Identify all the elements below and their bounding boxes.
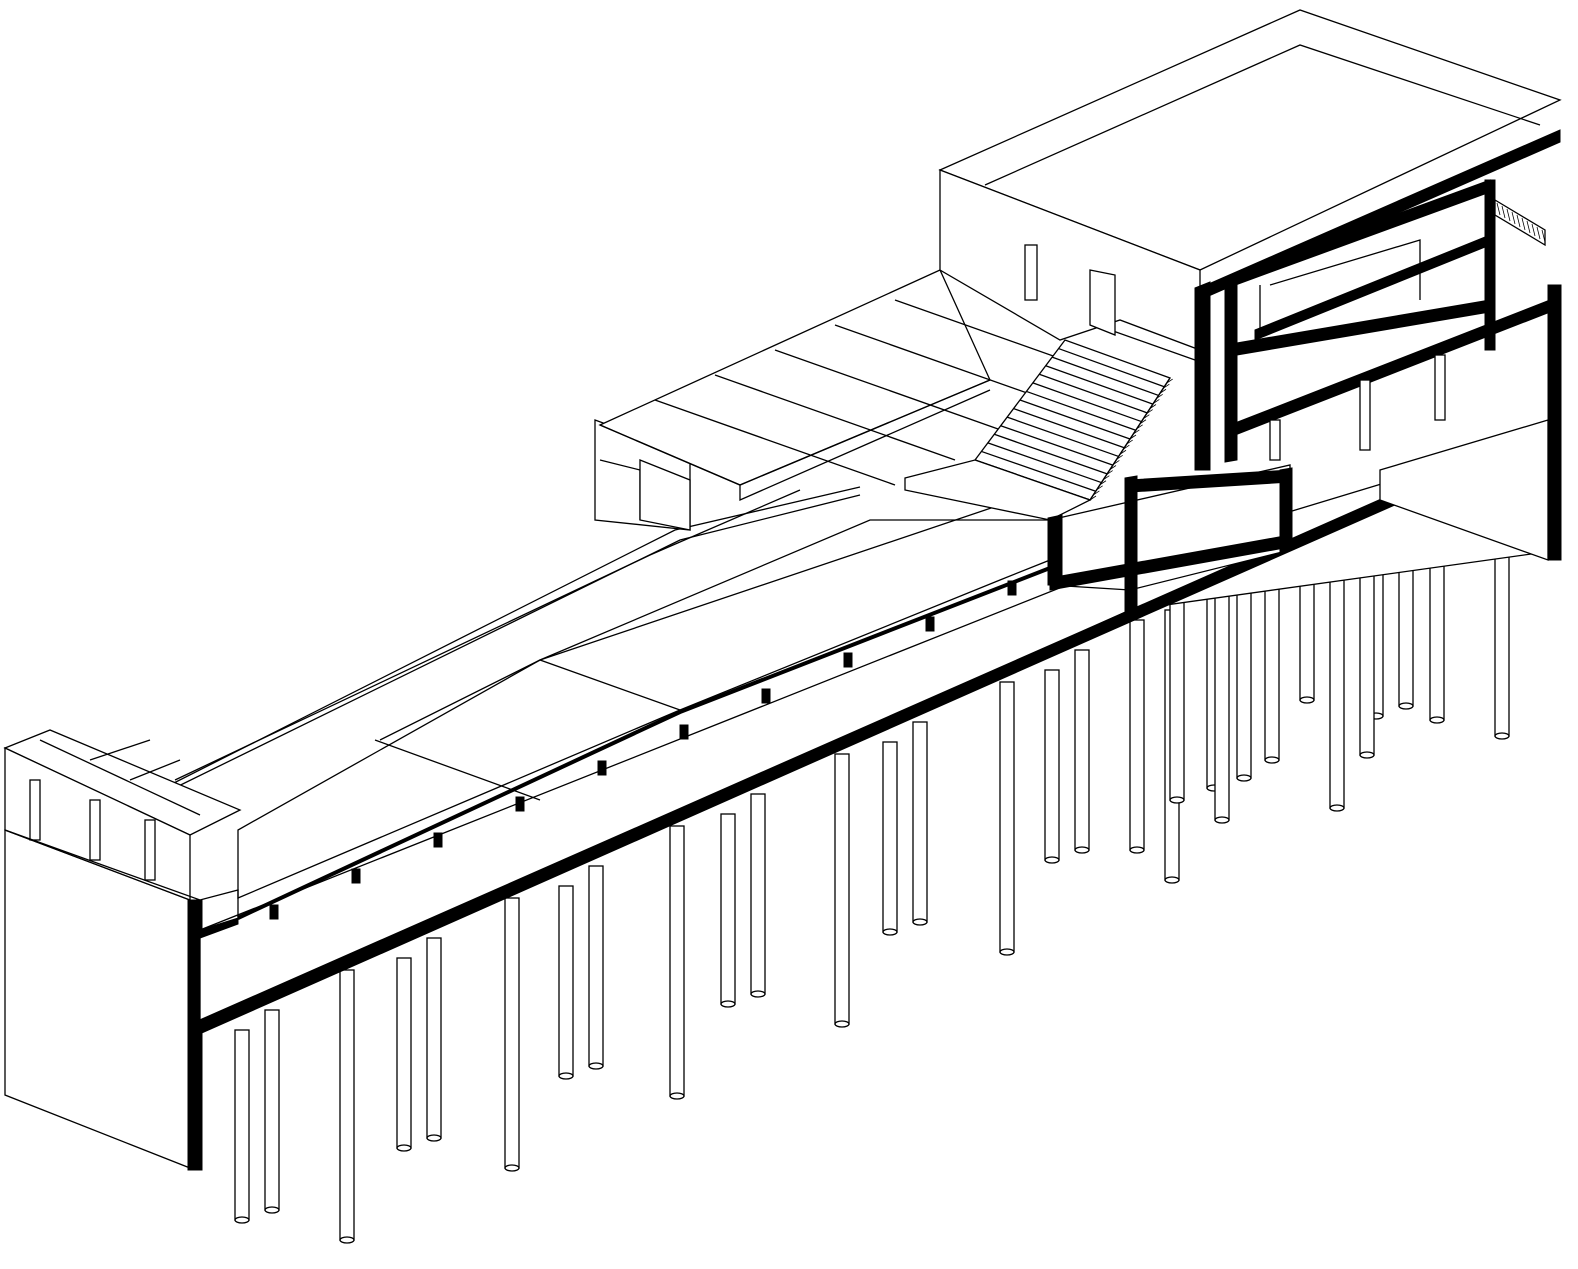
- pile-column: [1169, 599, 1185, 804]
- pile-column: [234, 1029, 250, 1224]
- pile-column: [1044, 669, 1060, 864]
- stair-step: [987, 442, 1102, 484]
- pile-column: [1236, 577, 1252, 782]
- stair-step: [1045, 365, 1154, 405]
- beam-notch: [269, 904, 279, 920]
- pile-column: [834, 753, 850, 1028]
- stair-step: [1051, 356, 1159, 397]
- stair-step: [1032, 382, 1142, 423]
- stair-step: [1013, 407, 1125, 449]
- front-pergola: [3, 729, 242, 920]
- pile-column: [1129, 619, 1145, 854]
- stair-hatch: [1511, 211, 1516, 225]
- pergola-beam: [714, 374, 956, 461]
- pile-column: [339, 969, 355, 1244]
- pile-column: [720, 813, 736, 1008]
- pile-column: [558, 885, 574, 1080]
- stair-step: [1039, 373, 1148, 414]
- stair-step: [981, 450, 1096, 492]
- stair-hatch: [1531, 223, 1536, 237]
- beam-notch: [925, 616, 935, 632]
- stair-step: [1000, 425, 1114, 466]
- end-wall: [4, 829, 203, 1171]
- stair: [973, 339, 1173, 501]
- stair-hatch: [1501, 205, 1506, 219]
- stair-step: [1026, 390, 1136, 431]
- pile-column: [1074, 649, 1090, 854]
- pile-column: [669, 825, 685, 1100]
- stair-hatch: [1496, 202, 1501, 216]
- stair-hatch: [1516, 214, 1521, 228]
- pile-column: [504, 897, 520, 1172]
- beam-notch: [433, 832, 443, 848]
- beam-notch: [351, 868, 361, 884]
- pile-column: [750, 793, 766, 998]
- beam-notch: [597, 760, 607, 776]
- stair-step: [994, 433, 1108, 475]
- stair-step: [1019, 399, 1131, 440]
- stair-hatch: [1521, 217, 1526, 231]
- upper-building: [938, 9, 1562, 471]
- stair-hatch: [1536, 226, 1541, 240]
- pile-column: [882, 741, 898, 936]
- pergola-beam: [654, 399, 896, 486]
- beam-notch: [515, 796, 525, 812]
- pile-column: [264, 1009, 280, 1214]
- pile-column: [396, 957, 412, 1152]
- beam-notch: [843, 652, 853, 668]
- beam-notch: [761, 688, 771, 704]
- beam-notch: [679, 724, 689, 740]
- pile-column: [999, 681, 1015, 956]
- pile-column: [912, 721, 928, 926]
- pergola-beam: [774, 349, 1016, 436]
- stair-step: [1006, 416, 1119, 458]
- stair-hatch: [1541, 229, 1546, 243]
- pile-column: [426, 937, 442, 1142]
- beam-notch: [1007, 580, 1017, 596]
- pile-column: [588, 865, 604, 1070]
- pile-column: [1214, 579, 1230, 824]
- lower-box: [904, 459, 1293, 613]
- stair-hatch: [1526, 220, 1531, 234]
- stair-hatch: [1506, 208, 1511, 222]
- stair-step: [1058, 347, 1165, 388]
